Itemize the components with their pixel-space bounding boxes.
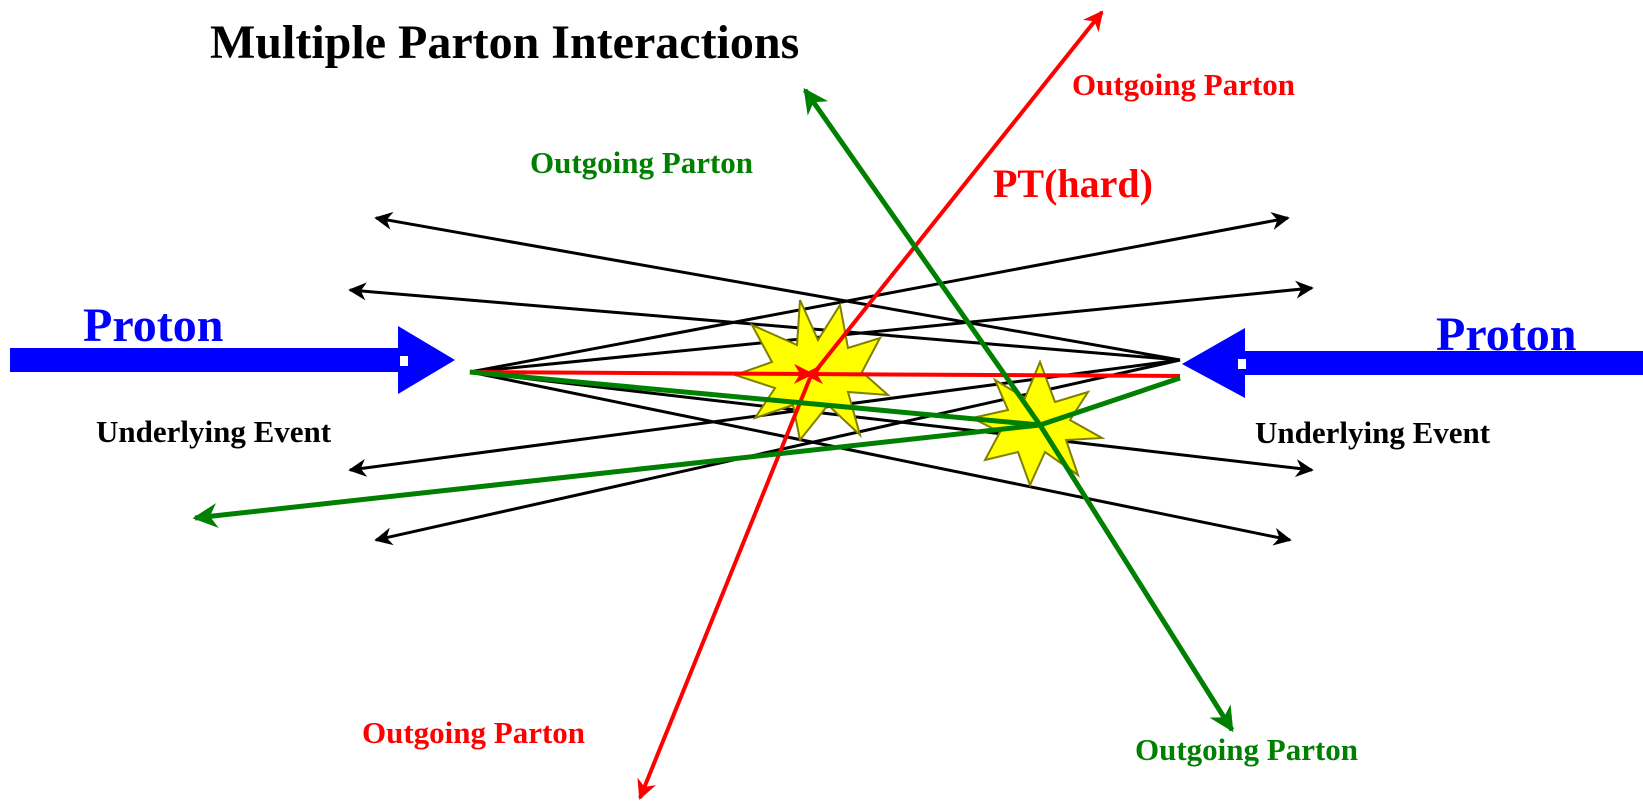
ue-track: [469, 370, 1292, 546]
ue-track: [374, 211, 1181, 362]
ue-track: [469, 370, 1314, 478]
ue-track: [348, 282, 1181, 362]
diagram-title: Multiple Parton Interactions: [210, 16, 799, 69]
outgoing-parton-red-bottom: [637, 377, 812, 800]
incoming-parton-left-green: [469, 369, 1041, 428]
outgoing-parton-label-green-top: Outgoing Parton: [530, 145, 753, 180]
proton-label-left: Proton: [83, 299, 223, 352]
outgoing-parton-label-green-bottom: Outgoing Parton: [1135, 732, 1358, 767]
incoming-parton-right: [803, 364, 1181, 385]
underlying-event-label-left: Underlying Event: [96, 414, 332, 449]
outgoing-parton-green-top: [802, 87, 1043, 427]
outgoing-parton-green-left: [192, 422, 1041, 528]
proton-beam-left: [10, 326, 455, 394]
pt-hard-label: PT(hard): [993, 161, 1153, 206]
outgoing-parton-label-red-top: Outgoing Parton: [1072, 67, 1295, 102]
incoming-parton-left: [469, 363, 814, 384]
second-interaction-lines: [192, 87, 1235, 733]
proton-label-right: Proton: [1436, 308, 1576, 361]
proton-beam-right: [1182, 328, 1643, 398]
underlying-event-label-right: Underlying Event: [1255, 415, 1491, 450]
incoming-parton-right-green: [1039, 375, 1181, 428]
ue-track: [469, 212, 1290, 374]
underlying-event-tracks: [348, 211, 1314, 546]
hard-scatter-lines: [469, 10, 1181, 800]
outgoing-parton-label-red-bottom: Outgoing Parton: [362, 715, 585, 750]
outgoing-parton-red-top: [808, 10, 1104, 380]
ue-track: [469, 280, 1314, 374]
outgoing-parton-green-bottom: [1037, 423, 1235, 733]
